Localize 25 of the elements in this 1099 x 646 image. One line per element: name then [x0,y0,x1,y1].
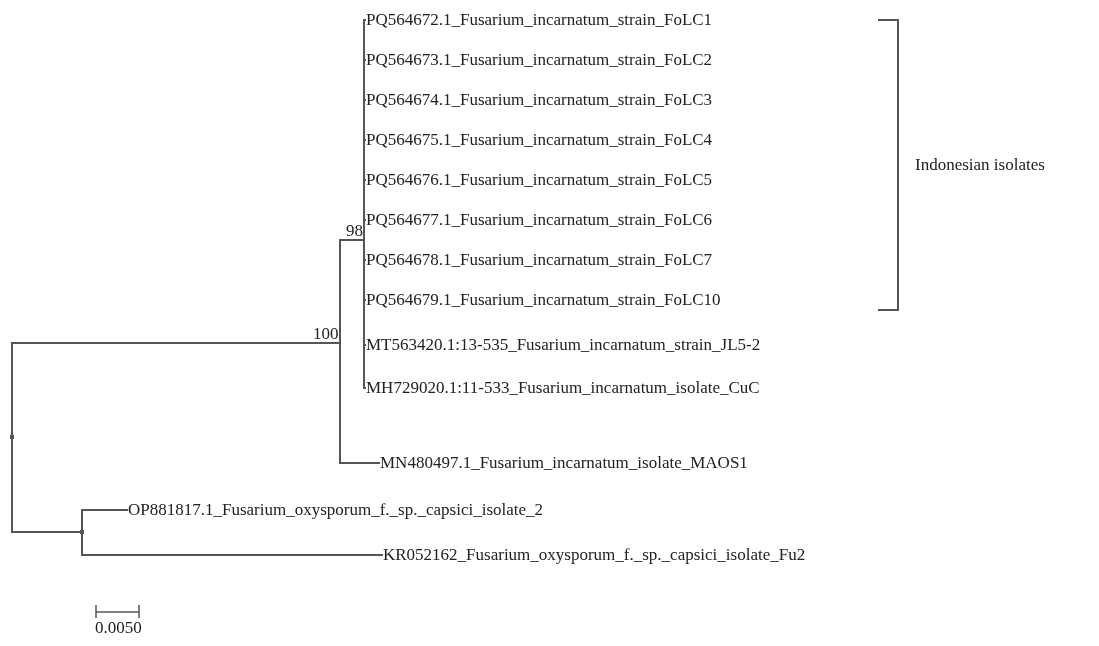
tree-branch [81,509,129,531]
tree-branch [11,438,81,533]
taxon-label: PQ564679.1_Fusarium_incarnatum_strain_FoLC10 [366,290,721,310]
tree-node [10,435,14,439]
tree-branch [339,239,365,344]
taxon-label: PQ564676.1_Fusarium_incarnatum_strain_FoLC5 [366,170,713,190]
taxon-label: PQ564673.1_Fusarium_incarnatum_strain_FoLC2 [366,50,713,70]
bootstrap-value: 98 [346,221,363,241]
taxon-label: PQ564677.1_Fusarium_incarnatum_strain_FoLC6 [366,210,713,230]
tree-branch [81,533,384,556]
group-label: Indonesian isolates [915,155,1045,175]
taxon-label: MN480497.1_Fusarium_incarnatum_isolate_MAOS1 [380,453,748,473]
taxon-label: MH729020.1:11-533_Fusarium_incarnatum_isolate_CuC [366,378,760,398]
tree-branch [339,342,381,464]
taxon-label: PQ564675.1_Fusarium_incarnatum_strain_FoLC4 [366,130,713,150]
bootstrap-value: 100 [313,324,339,344]
scale-value: 0.0050 [95,618,142,638]
taxon-label: MT563420.1:13-535_Fusarium_incarnatum_strain_JL5-2 [366,335,761,355]
tree-node [80,530,84,534]
tree-branch [11,342,341,436]
taxon-label: PQ564672.1_Fusarium_incarnatum_strain_FoLC1 [366,10,713,30]
taxon-label: OP881817.1_Fusarium_oxysporum_f._sp._capsici_isolate_2 [128,500,544,520]
taxon-label: PQ564674.1_Fusarium_incarnatum_strain_FoLC3 [366,90,713,110]
taxon-label: KR052162_Fusarium_oxysporum_f._sp._capsici_isolate_Fu2 [383,545,806,565]
taxon-label: PQ564678.1_Fusarium_incarnatum_strain_FoLC7 [366,250,713,270]
